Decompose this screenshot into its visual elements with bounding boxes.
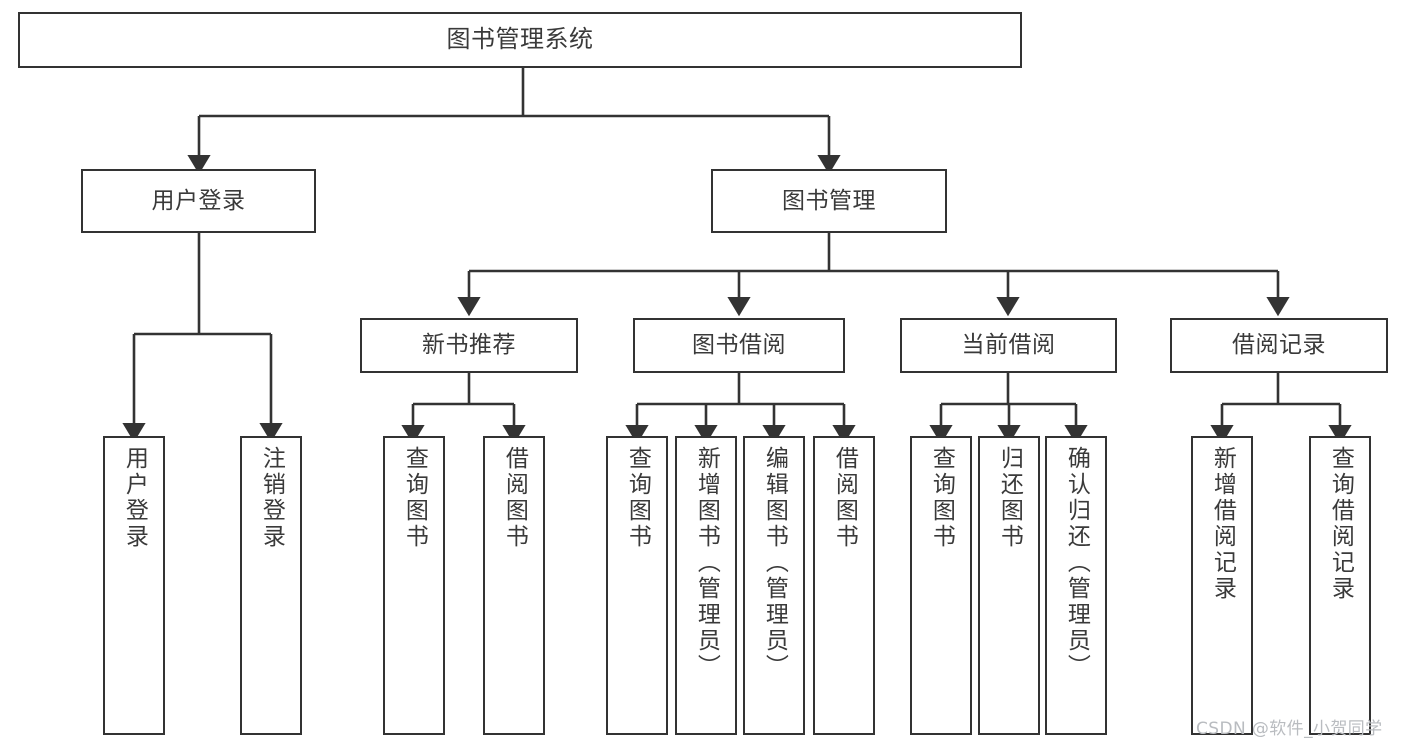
- node-label: 查询借阅记录: [1327, 446, 1354, 602]
- node-label: 注销登录: [258, 446, 285, 550]
- node-label: 借阅图书: [501, 446, 528, 550]
- node-root-system[interactable]: 图书管理系统: [18, 12, 1022, 68]
- node-current-borrow[interactable]: 当前借阅: [900, 318, 1117, 373]
- node-label: 图书管理: [782, 187, 876, 214]
- leaf-query-borrow-record[interactable]: 查询借阅记录: [1309, 436, 1371, 735]
- leaf-query-book-current[interactable]: 查询图书: [910, 436, 972, 735]
- node-label: 用户登录: [151, 187, 246, 214]
- node-label: 图书借阅: [692, 332, 786, 359]
- node-book-management[interactable]: 图书管理: [711, 169, 947, 233]
- leaf-borrow-book-recommend[interactable]: 借阅图书: [483, 436, 545, 735]
- leaf-confirm-return-admin[interactable]: 确认归还（管理员）: [1045, 436, 1107, 735]
- node-label: 查询图书: [928, 446, 955, 550]
- node-label: 确认归还（管理员）: [1063, 446, 1090, 680]
- leaf-user-login[interactable]: 用户登录: [103, 436, 165, 735]
- node-label: 查询图书: [401, 446, 428, 550]
- node-user-login[interactable]: 用户登录: [81, 169, 316, 233]
- node-label: 归还图书: [996, 446, 1023, 550]
- node-label: 查询图书: [624, 446, 651, 550]
- leaf-borrow-book[interactable]: 借阅图书: [813, 436, 875, 735]
- leaf-query-book-borrow[interactable]: 查询图书: [606, 436, 668, 735]
- leaf-add-borrow-record[interactable]: 新增借阅记录: [1191, 436, 1253, 735]
- node-label: 借阅记录: [1232, 332, 1326, 359]
- node-label: 当前借阅: [961, 332, 1056, 359]
- node-book-borrow[interactable]: 图书借阅: [633, 318, 845, 373]
- node-label: 新增借阅记录: [1209, 446, 1236, 602]
- node-label: 新书推荐: [422, 332, 516, 359]
- node-label: 借阅图书: [831, 446, 858, 550]
- leaf-query-book-recommend[interactable]: 查询图书: [383, 436, 445, 735]
- node-label: 编辑图书（管理员）: [761, 446, 788, 680]
- node-new-book-recommend[interactable]: 新书推荐: [360, 318, 578, 373]
- leaf-edit-book-admin[interactable]: 编辑图书（管理员）: [743, 436, 805, 735]
- node-label: 用户登录: [121, 446, 148, 550]
- leaf-add-book-admin[interactable]: 新增图书（管理员）: [675, 436, 737, 735]
- node-label: 图书管理系统: [446, 25, 594, 54]
- node-borrow-record[interactable]: 借阅记录: [1170, 318, 1388, 373]
- leaf-return-book[interactable]: 归还图书: [978, 436, 1040, 735]
- node-label: 新增图书（管理员）: [693, 446, 720, 680]
- leaf-logout[interactable]: 注销登录: [240, 436, 302, 735]
